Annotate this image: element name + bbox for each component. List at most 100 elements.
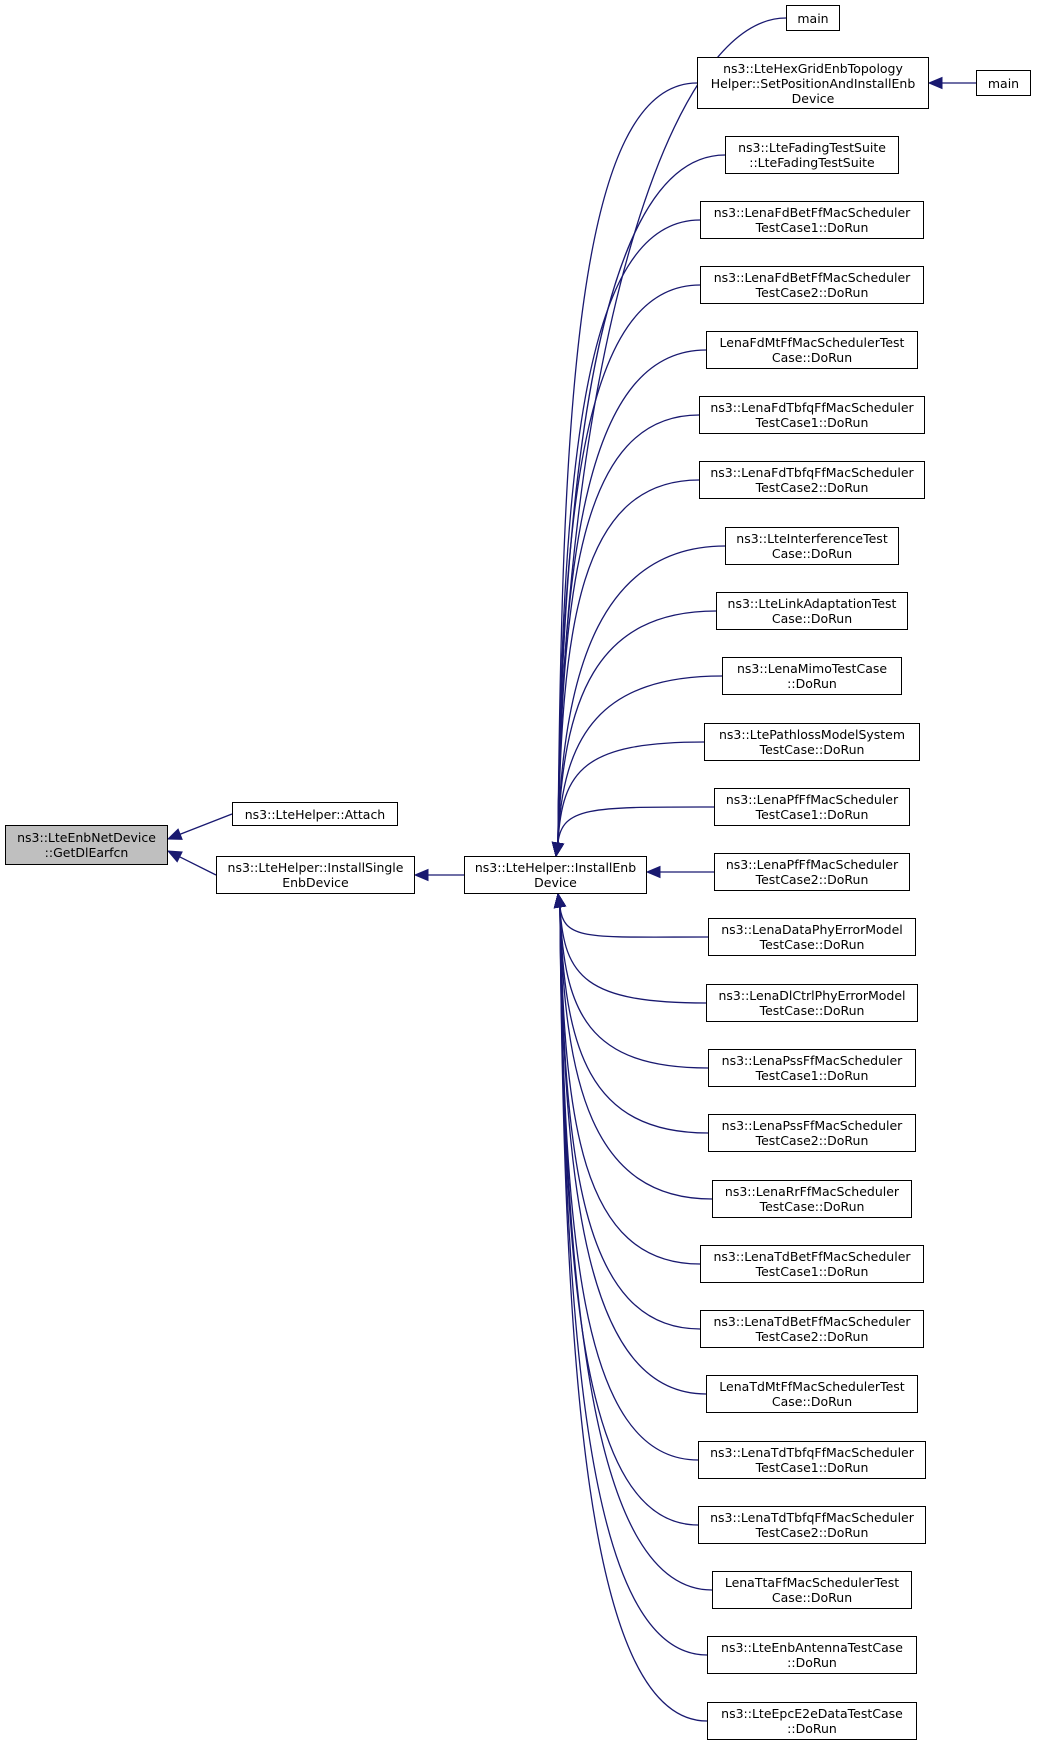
node-label-line: ns3::LteHelper::InstallEnb [474,860,637,875]
edge-attach-to-root [179,813,233,835]
node-label-line: main [987,75,1020,91]
edge-fdtbfq2-to-install-enb [557,479,700,844]
edge-mimo-to-install-enb [557,675,723,844]
node-label-line: ns3::LenaFdBetFfMacScheduler [713,270,911,285]
node-label-line: ns3::LteFadingTestSuite [738,140,886,155]
node-label-line: TestCase::DoRun [759,742,865,757]
node-label-line: LenaTtaFfMacSchedulerTest [724,1575,900,1590]
node-label-line: Case::DoRun [771,611,853,626]
edge-tdbet2-to-install-enb [559,906,701,1330]
edge-dlctrl-to-install-enb [559,906,707,1004]
edge-fdtbfq1-to-install-enb [557,414,700,844]
node-label-line: ns3::LenaDataPhyErrorModel [721,922,903,937]
node-label-line: Case::DoRun [771,1590,853,1605]
node-label-line: Case::DoRun [771,546,853,561]
node-label-line: ns3::LenaFdTbfqFfMacScheduler [710,400,914,415]
node-label-line: TestCase2::DoRun [755,1133,869,1148]
node-label-line: ::DoRun [787,1721,837,1736]
node-antenna[interactable]: ns3::LteEnbAntennaTestCase::DoRun [707,1636,917,1674]
node-label-line: Case::DoRun [771,350,853,365]
node-label-line: ns3::LteHelper::Attach [244,806,386,822]
edge-tdmt-to-install-enb [559,906,707,1395]
node-mimo[interactable]: ns3::LenaMimoTestCase::DoRun [722,657,902,695]
edge-install-enb-to-install-single-arrowhead [413,868,429,882]
node-label-line: ns3::LteHexGridEnbTopology [723,60,903,76]
node-label-line: ::GetDlEarfcn [44,845,129,860]
node-label-line: TestCase1::DoRun [755,1460,869,1475]
node-label-line: TestCase2::DoRun [755,285,869,300]
node-label-line: Device [791,90,835,106]
edge-pathloss-to-install-enb [557,741,705,844]
edge-attach-to-root-arrowhead [166,828,183,840]
edge-install-single-to-root [179,856,217,876]
node-label-line: ns3::LenaFdTbfqFfMacScheduler [710,465,914,480]
node-label-line: TestCase2::DoRun [755,1525,869,1540]
node-label-line: ns3::LtePathlossModelSystem [718,727,906,742]
node-main-2[interactable]: main [976,70,1031,96]
node-label-line: ns3::LenaPfFfMacScheduler [725,857,899,872]
node-label-line: ns3::LteHelper::InstallSingle [227,860,404,875]
node-label-line: TestCase::DoRun [759,1199,865,1214]
node-label-line: ns3::LteEnbAntennaTestCase [721,1640,903,1655]
node-attach[interactable]: ns3::LteHelper::Attach [232,802,398,826]
edge-pss1-to-install-enb [559,906,709,1069]
node-label-line: ::LteFadingTestSuite [749,155,875,170]
node-main-1[interactable]: main [786,5,840,31]
edge-fading-to-install-enb [557,154,726,844]
edge-interference-to-install-enb [557,545,726,844]
node-label-line: TestCase1::DoRun [755,220,869,235]
edge-hexgrid-to-install-enb [557,82,698,844]
node-label-line: ns3::LteEnbNetDevice [17,830,156,845]
node-root: ns3::LteEnbNetDevice::GetDlEarfcn [5,825,168,865]
node-label-line: ns3::LteEpcE2eDataTestCase [721,1706,903,1721]
node-label-line: TestCase2::DoRun [755,872,869,887]
node-fading[interactable]: ns3::LteFadingTestSuite::LteFadingTestSu… [725,136,899,174]
node-label-line: ns3::LenaPssFfMacScheduler [721,1053,903,1068]
node-label-line: Helper::SetPositionAndInstallEnb [710,75,916,91]
node-label-line: ns3::LenaTdTbfqFfMacScheduler [710,1510,914,1525]
node-label-line: ns3::LenaMimoTestCase [736,661,888,676]
node-epce2e[interactable]: ns3::LteEpcE2eDataTestCase::DoRun [707,1702,917,1740]
edge-dataphy-to-install-enb [559,906,709,938]
node-label-line: Device [534,875,577,890]
node-label-line: LenaTdMtFfMacSchedulerTest [719,1379,905,1394]
node-label-line: ns3::LenaTdBetFfMacScheduler [713,1249,911,1264]
node-label-line: TestCase1::DoRun [755,1264,869,1279]
node-label-line: Case::DoRun [771,1394,853,1409]
node-label-line: ns3::LteLinkAdaptationTest [727,596,897,611]
node-label-line: ns3::LenaTdTbfqFfMacScheduler [710,1445,914,1460]
node-label-line: main [797,10,829,26]
node-label-line: ns3::LenaTdBetFfMacScheduler [713,1314,911,1329]
edge-pss2-to-install-enb [559,906,709,1134]
node-label-line: TestCase1::DoRun [755,415,869,430]
edge-epce2e-to-install-enb [559,906,708,1722]
edge-pf1-to-install-enb-arrowhead [551,841,565,858]
node-label-line: ns3::LenaRrFfMacScheduler [724,1184,900,1199]
node-label-line: TestCase1::DoRun [755,1068,869,1083]
